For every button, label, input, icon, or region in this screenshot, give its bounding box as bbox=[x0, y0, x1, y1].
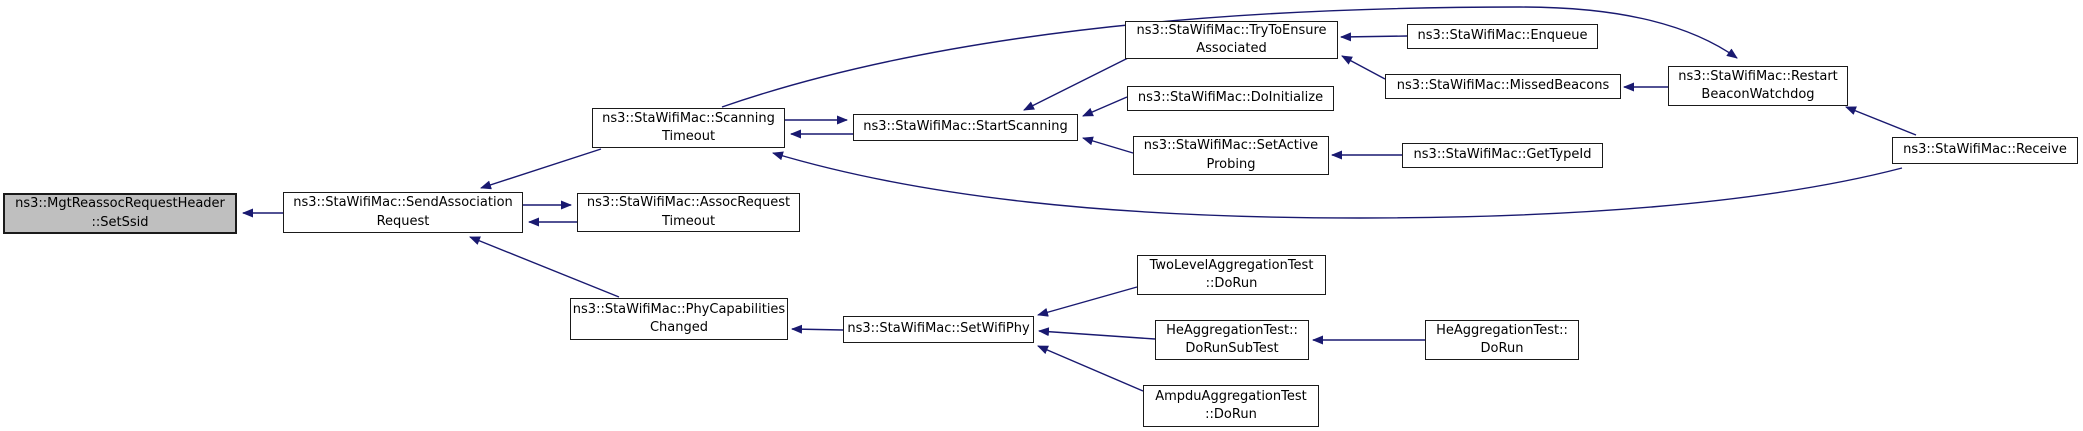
node-sta-wifi-mac-restart-beacon-watchdog[interactable]: ns3::StaWifiMac::Restart BeaconWatchdog bbox=[1668, 66, 1848, 106]
node-he-aggregation-test-do-run-sub-test[interactable]: HeAggregationTest:: DoRunSubTest bbox=[1155, 320, 1309, 360]
edge-phycapabilitieschanged-sendassociationrequest bbox=[469, 236, 620, 298]
node-mgt-reassoc-request-header-set-ssid[interactable]: ns3::MgtReassocRequestHeader ::SetSsid bbox=[3, 193, 237, 234]
node-sta-wifi-mac-missed-beacons[interactable]: ns3::StaWifiMac::MissedBeacons bbox=[1385, 74, 1621, 99]
node-sta-wifi-mac-start-scanning[interactable]: ns3::StaWifiMac::StartScanning bbox=[853, 114, 1078, 141]
node-sta-wifi-mac-scanning-timeout[interactable]: ns3::StaWifiMac::Scanning Timeout bbox=[592, 108, 785, 148]
node-sta-wifi-mac-try-to-ensure-associated[interactable]: ns3::StaWifiMac::TryToEnsure Associated bbox=[1125, 21, 1338, 59]
edge-receive-restartbeaconwatchdog bbox=[1845, 106, 1917, 136]
node-sta-wifi-mac-enqueue[interactable]: ns3::StaWifiMac::Enqueue bbox=[1407, 24, 1598, 49]
edge-receive-scanningtimeout bbox=[772, 151, 1903, 219]
edge-setwifiphy-phycapabilitieschanged bbox=[791, 324, 844, 334]
edge-missedbeacons-trytoensureassociated bbox=[1341, 55, 1386, 80]
node-sta-wifi-mac-receive[interactable]: ns3::StaWifiMac::Receive bbox=[1892, 137, 2078, 164]
node-sta-wifi-mac-set-active-probing[interactable]: ns3::StaWifiMac::SetActive Probing bbox=[1133, 136, 1329, 175]
edge-twolevelaggregationtestdorun-setwifiphy bbox=[1037, 286, 1138, 317]
node-sta-wifi-mac-phy-capabilities-changed[interactable]: ns3::StaWifiMac::PhyCapabilities Changed bbox=[570, 298, 788, 340]
edge-scanningtimeout-sendassociationrequest bbox=[480, 148, 602, 190]
node-sta-wifi-mac-set-wifi-phy[interactable]: ns3::StaWifiMac::SetWifiPhy bbox=[843, 316, 1034, 343]
edge-doinitialize-startscanning bbox=[1082, 96, 1128, 117]
edge-ampduaggregationtestdorun-setwifiphy bbox=[1037, 345, 1144, 392]
edge-setactiveprobing-startscanning bbox=[1082, 136, 1134, 154]
node-he-aggregation-test-do-run[interactable]: HeAggregationTest:: DoRun bbox=[1425, 320, 1579, 360]
node-sta-wifi-mac-get-type-id[interactable]: ns3::StaWifiMac::GetTypeId bbox=[1402, 143, 1603, 168]
node-ampdu-aggregation-test-do-run[interactable]: AmpduAggregationTest ::DoRun bbox=[1143, 385, 1319, 427]
edge-trytoensureassociated-startscanning bbox=[1023, 57, 1129, 111]
node-sta-wifi-mac-do-initialize[interactable]: ns3::StaWifiMac::DoInitialize bbox=[1127, 86, 1334, 111]
node-sta-wifi-mac-send-association-request[interactable]: ns3::StaWifiMac::SendAssociation Request bbox=[283, 192, 523, 233]
edge-enqueue-trytoensureassociated bbox=[1340, 32, 1408, 42]
edge-heaggregationtestdorunsubtest-setwifiphy bbox=[1038, 327, 1156, 340]
node-sta-wifi-mac-assoc-request-timeout[interactable]: ns3::StaWifiMac::AssocRequest Timeout bbox=[577, 193, 800, 232]
node-two-level-aggregation-test-do-run[interactable]: TwoLevelAggregationTest ::DoRun bbox=[1137, 255, 1326, 295]
edge-scanningtimeout-restartbeaconwatchdog bbox=[721, 6, 1738, 108]
